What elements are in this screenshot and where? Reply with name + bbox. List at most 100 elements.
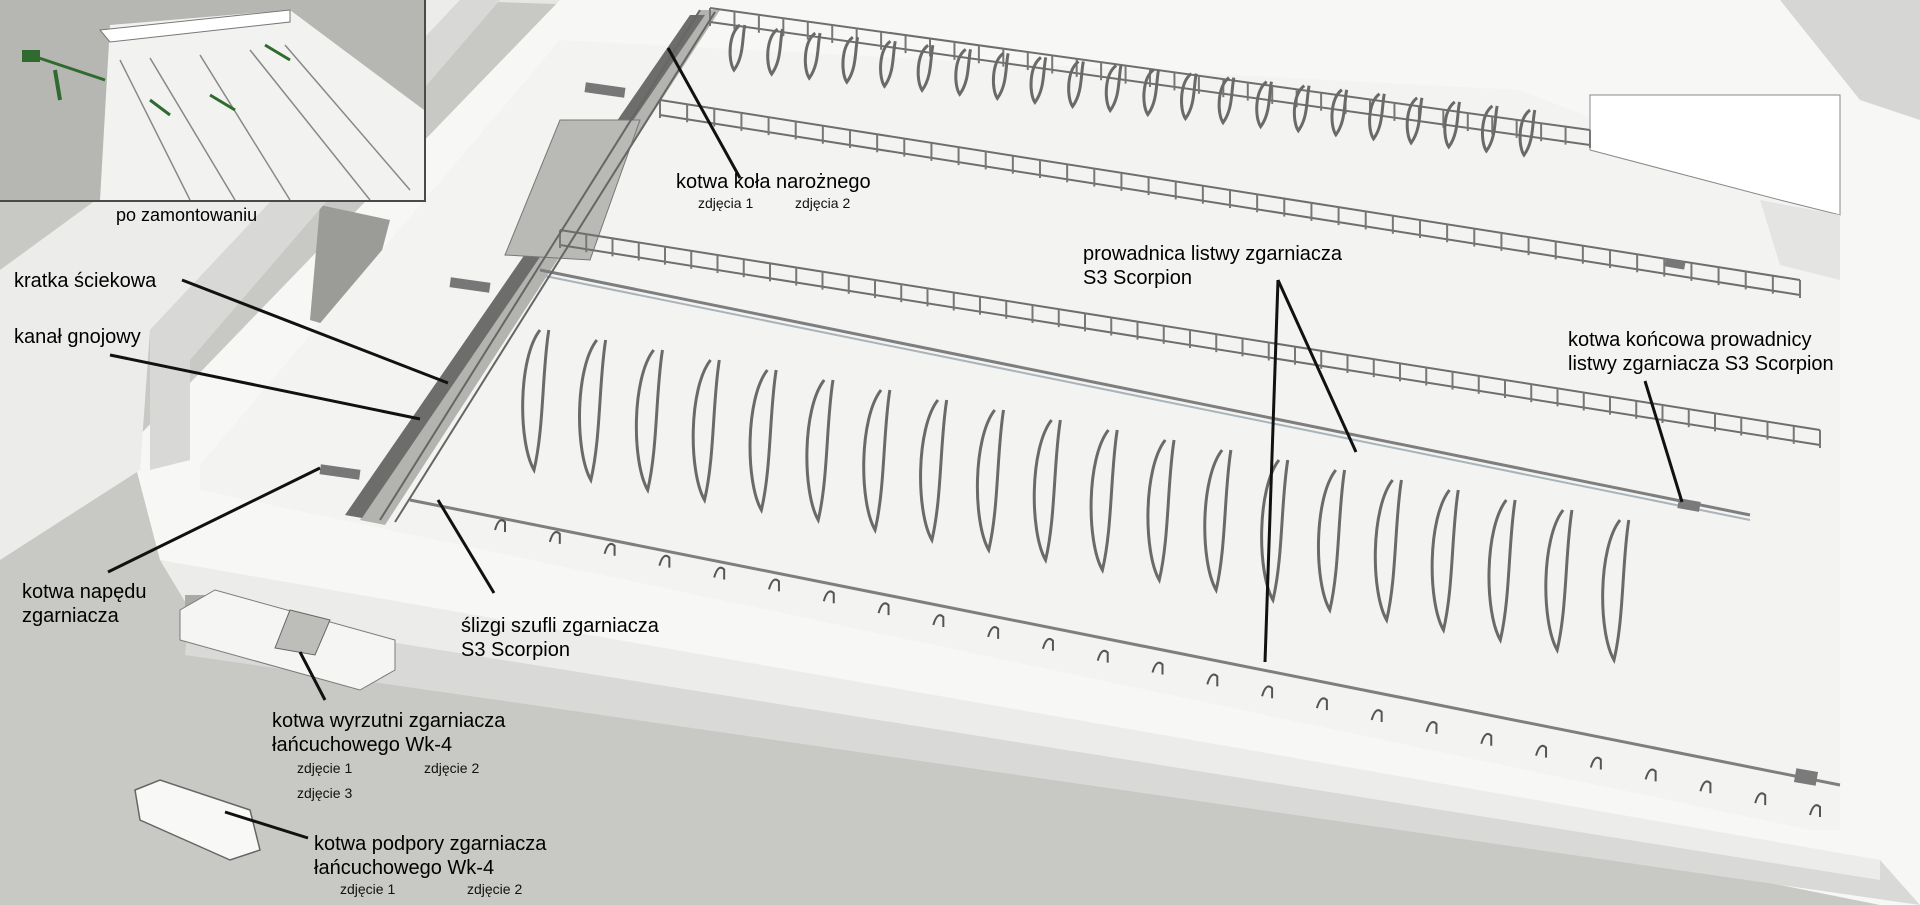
- cubicle-loop-front: [1146, 439, 1176, 585]
- cubicle-loop-back: [916, 44, 935, 93]
- label-prowadnica-listwy: prowadnica listwy zgarniacza S3 Scorpion: [1083, 243, 1343, 289]
- cubicle-loop-back: [728, 23, 747, 73]
- link-kotwa-kola-zdjecia-2[interactable]: zdjęcia 2: [795, 195, 851, 211]
- anchor-bump: [1041, 638, 1054, 651]
- cubicle-loop-front: [691, 359, 721, 505]
- cubicle-loop-front: [748, 369, 778, 515]
- inset-back-wall: [99, 9, 291, 43]
- inset-discharge: [53, 69, 62, 101]
- anchor-bump: [603, 543, 616, 556]
- label-slizgi-szufli: ślizgi szufli zgarniacza S3 Scorpion: [461, 615, 659, 661]
- cubicle-loop-back: [1443, 100, 1462, 150]
- anchor-bump: [1699, 780, 1712, 794]
- back-anchor-plate: [1664, 258, 1686, 270]
- cubicle-loop-back: [954, 48, 972, 97]
- anchor-bump: [1315, 697, 1328, 711]
- cubicle-divider-loops: [521, 23, 1631, 665]
- leader-kanal: [109, 353, 421, 421]
- inset-scraper-green: [29, 43, 291, 117]
- front-wall-top: [160, 560, 1880, 880]
- cubicle-loop-front: [1601, 519, 1631, 665]
- cubicle-loop-back: [1142, 68, 1161, 118]
- inset-caption: po zamontowaniu: [116, 205, 258, 225]
- anchor-bump: [1151, 661, 1164, 675]
- left-wall-shadow: [310, 205, 390, 335]
- left-wall-inner: [150, 0, 500, 470]
- cubicle-loop-front: [1032, 419, 1062, 565]
- anchor-bump: [1754, 792, 1767, 806]
- inset-floor: [100, 10, 424, 200]
- inset-lanes: [119, 44, 411, 200]
- cubicle-loop-front: [634, 349, 664, 495]
- anchor-bump: [1589, 756, 1602, 770]
- cubicle-loop-front: [1316, 469, 1347, 615]
- guide-rail-2: [409, 498, 1841, 787]
- label-kratka-sciekowa: kratka ściekowa: [14, 270, 157, 292]
- label-kotwa-koncowa-prowadnicy: kotwa końcowa prowadnicy listwy zgarniac…: [1568, 329, 1834, 375]
- cubicle-loop-back: [1067, 60, 1085, 110]
- anchor-bump: [1480, 733, 1493, 746]
- leader-prowadnica-b: [1276, 279, 1358, 453]
- cubicle-loop-back: [1518, 108, 1537, 158]
- cubicle-loop-back: [1255, 80, 1273, 130]
- link-kotwa-wyrzutni-zdjecie-2[interactable]: zdjęcie 2: [424, 760, 480, 776]
- link-kotwa-kola-zdjecia-1[interactable]: zdjęcia 1: [698, 195, 754, 211]
- anchor-bump: [1425, 721, 1438, 734]
- cubicle-loop-front: [1487, 499, 1517, 645]
- label-kotwa-podpory: kotwa podpory zgarniacza łańcuchowego Wk…: [314, 833, 547, 879]
- cubicle-loop-back: [1405, 96, 1424, 146]
- end-anchor-plate-front: [1793, 768, 1819, 786]
- anchor-bump: [658, 554, 671, 568]
- floor-anchor-bumps: [494, 519, 1821, 817]
- drain-grating: [504, 119, 641, 261]
- anchor-bump: [713, 566, 726, 580]
- guide-rail-1-shadow: [539, 274, 1751, 521]
- leader-lines: [107, 47, 1684, 840]
- anchor-bump: [1206, 673, 1219, 687]
- leader-kotwa-wyrzutni: [298, 651, 327, 701]
- fence-posts: [559, 8, 1821, 448]
- leader-prowadnica-a: [1263, 279, 1280, 663]
- cubicle-loop-back: [803, 31, 822, 81]
- cubicle-loop-front: [805, 379, 835, 525]
- link-kotwa-wyrzutni-zdjecie-3[interactable]: zdjęcie 3: [297, 785, 353, 801]
- inset-drawing: [0, 0, 424, 200]
- drive-anchor-plate: [319, 464, 361, 480]
- cubicle-loop-front: [1203, 449, 1233, 595]
- cubicle-loop-back: [1217, 76, 1236, 126]
- label-kotwa-napedu: kotwa napędu zgarniacza: [22, 581, 147, 627]
- label-kanal-gnojowy: kanał gnojowy: [14, 326, 141, 348]
- anchor-bump: [932, 614, 945, 627]
- leader-kratka: [181, 278, 449, 385]
- leader-kotwa-podpory: [224, 810, 309, 840]
- cubicle-loop-back: [879, 39, 897, 89]
- cubicle-loop-front: [919, 399, 949, 545]
- anchor-bump: [548, 531, 561, 544]
- anchor-bump: [767, 578, 780, 592]
- cubicle-loop-front: [862, 389, 892, 535]
- anchor-bump: [987, 626, 1000, 639]
- cubicle-loop-front: [1373, 479, 1403, 625]
- corner-wheel-plate: [584, 82, 626, 98]
- anchor-bump: [1096, 649, 1109, 663]
- front-wall-face: [185, 610, 1920, 905]
- anchor-bump: [1261, 685, 1274, 699]
- leader-slizgi: [436, 499, 496, 594]
- leader-kotwa-koncowa: [1643, 380, 1684, 503]
- anchor-bump: [1535, 744, 1548, 758]
- cubicle-loop-back: [991, 52, 1010, 101]
- link-kotwa-podpory-zdjecie-1[interactable]: zdjęcie 1: [340, 881, 396, 897]
- link-kotwa-wyrzutni-zdjecie-1[interactable]: zdjęcie 1: [297, 760, 353, 776]
- cubicle-loop-back: [1292, 84, 1311, 134]
- link-kotwa-podpory-zdjecie-2[interactable]: zdjęcie 2: [467, 881, 523, 897]
- cubicle-loop-front: [975, 409, 1006, 555]
- right-wall-step: [1760, 200, 1840, 280]
- cubicle-loop-front: [521, 329, 551, 475]
- anchor-bump: [1370, 709, 1383, 722]
- left-outer-wall: [0, 0, 460, 560]
- inset-installed-view[interactable]: [0, 0, 426, 202]
- cubicle-loop-back: [841, 35, 860, 85]
- anchor-bump: [822, 590, 835, 604]
- cubicle-loop-back: [1480, 104, 1499, 154]
- cubicle-loop-back: [1029, 56, 1048, 105]
